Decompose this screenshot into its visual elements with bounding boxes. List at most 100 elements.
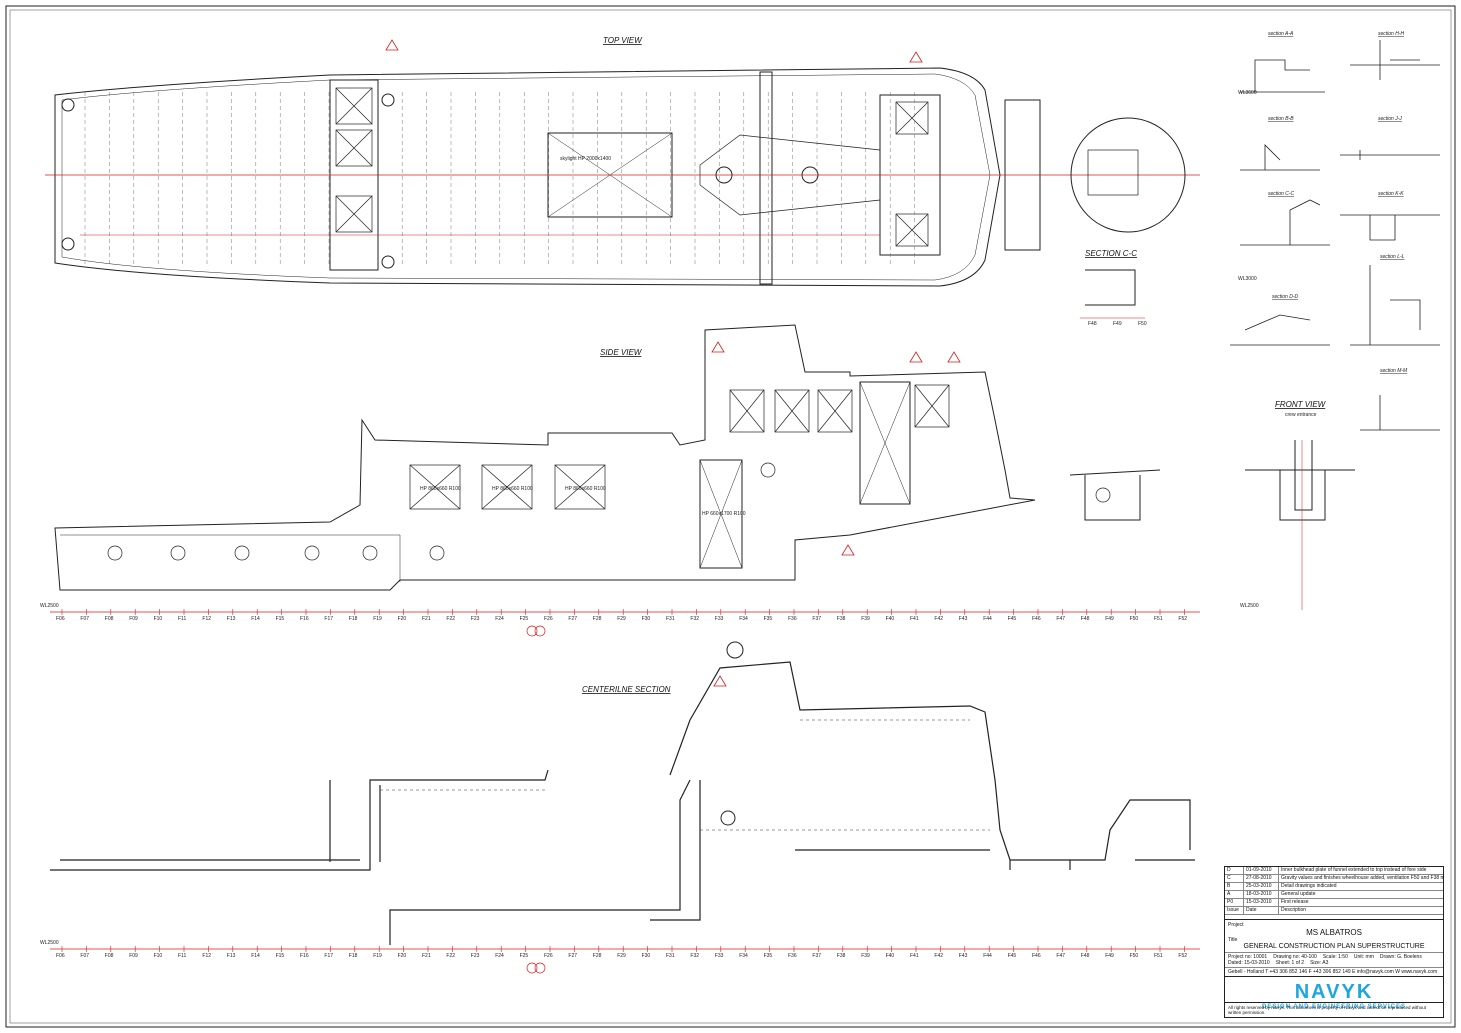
frame-label: F06: [56, 953, 65, 959]
front-view-drawing: [1245, 440, 1355, 610]
top-view-title: TOP VIEW: [603, 36, 643, 45]
frame-label: F23: [471, 953, 480, 959]
company-logo: NAVYK DESIGN AND ENGINEERING SERVICES: [1225, 976, 1443, 1010]
frame-label: F22: [446, 953, 455, 959]
frame-label: F15: [276, 953, 285, 959]
project-label: Project: [1228, 922, 1244, 928]
frame-label: F42: [934, 616, 943, 622]
frame-label: F41: [910, 953, 919, 959]
frame-label: F31: [666, 953, 675, 959]
frame-label: F08: [105, 616, 114, 622]
frame-label: F29: [617, 616, 626, 622]
frame-label: F11: [178, 616, 186, 622]
side-view-portholes: [107, 462, 1111, 561]
section-frame-label: F49: [1113, 321, 1122, 327]
frame-label: F22: [446, 616, 455, 622]
frame-label: F52: [1178, 616, 1187, 622]
revision-desc: First release: [1281, 899, 1309, 905]
frame-label: F47: [1056, 953, 1065, 959]
frame-label: F07: [80, 953, 89, 959]
frame-label: F36: [788, 953, 797, 959]
frame-label: F49: [1105, 953, 1114, 959]
frame-label: F38: [837, 953, 846, 959]
frame-label: F32: [690, 953, 699, 959]
section-cc-circle-view: [1070, 117, 1186, 233]
frame-label: F14: [251, 616, 260, 622]
front-view-subtitle: crew entrance: [1285, 412, 1317, 418]
frame-label: F26: [544, 953, 553, 959]
section-cc-detail: [1080, 269, 1145, 319]
frame-label: F48: [1081, 616, 1090, 622]
frame-label: F16: [300, 616, 309, 622]
side-view-title: SIDE VIEW: [600, 348, 643, 357]
frame-label: F45: [1008, 953, 1017, 959]
frame-label: F09: [129, 953, 138, 959]
frame-label: F46: [1032, 616, 1041, 622]
frame-label: F24: [495, 616, 504, 622]
frame-label: F32: [690, 616, 699, 622]
revision-rev: P0: [1225, 899, 1244, 906]
frame-label: F51: [1154, 616, 1163, 622]
frame-label: F40: [886, 616, 895, 622]
contact-line: Gebell - Holland T +43 306 852 146 F +43…: [1225, 967, 1443, 976]
frame-label: F10: [154, 953, 163, 959]
centerline-detail-circle: [726, 641, 744, 659]
frame-label: F07: [80, 616, 89, 622]
section-label: section A-A: [1268, 31, 1294, 37]
frame-label: F19: [373, 953, 382, 959]
frame-label: F27: [568, 953, 577, 959]
frame-label: F21: [422, 953, 431, 959]
frame-label: F37: [812, 616, 821, 622]
hatch-label: HP 860x660 R100: [492, 486, 533, 492]
door-label: HP 660x1700 R100: [702, 511, 746, 517]
frame-label: F14: [251, 953, 260, 959]
frame-label: F28: [593, 616, 602, 622]
frame-label: F42: [934, 953, 943, 959]
waterline-label: WL2500: [40, 603, 59, 609]
hatch-label: HP 860x660 R100: [565, 486, 606, 492]
project-number: Project no: 10001: [1228, 954, 1268, 960]
top-view-frame-lines: [84, 92, 915, 265]
title-label: Title: [1228, 937, 1238, 943]
frame-label: F39: [861, 616, 870, 622]
section-cc-title: SECTION C-C: [1085, 249, 1137, 258]
revision-rev: C: [1225, 875, 1244, 882]
midship-symbol: [526, 625, 546, 637]
top-view-hatches: [335, 87, 929, 247]
frame-label: F43: [959, 616, 968, 622]
waterline-label: WL2500: [40, 940, 59, 946]
centerline-dashed-deck: [380, 719, 990, 831]
frame-label: F44: [983, 616, 992, 622]
frame-label: F12: [202, 953, 211, 959]
frame-label: F19: [373, 616, 382, 622]
centerline-section-title: CENTERILNE SECTION: [582, 685, 671, 694]
section-label: section K-K: [1378, 191, 1404, 197]
frame-label: F44: [983, 953, 992, 959]
frame-label: F50: [1130, 953, 1139, 959]
side-view-windows: [409, 384, 950, 510]
inner-border: [9, 9, 1452, 1024]
revision-date: 15-03-2010: [1244, 899, 1279, 906]
frame-label: F50: [1130, 616, 1139, 622]
drawing-unit: Unit: mm: [1353, 954, 1374, 960]
frame-label: F25: [520, 953, 529, 959]
waterline-label: WL3000: [1238, 276, 1257, 282]
front-side-detail: [1069, 469, 1161, 521]
frame-label: F35: [764, 953, 773, 959]
sheet-number: Sheet: 1 of 2: [1275, 960, 1305, 966]
frame-label: F41: [910, 616, 919, 622]
revision-date: 27-08-2010: [1244, 875, 1279, 882]
top-view-hull: [54, 67, 1041, 287]
centerline-section-profile: [50, 661, 1195, 945]
drawing-scale: Scale: 1:50: [1322, 954, 1348, 960]
frame-label: F16: [300, 953, 309, 959]
revision-rev: Issue: [1225, 907, 1244, 914]
